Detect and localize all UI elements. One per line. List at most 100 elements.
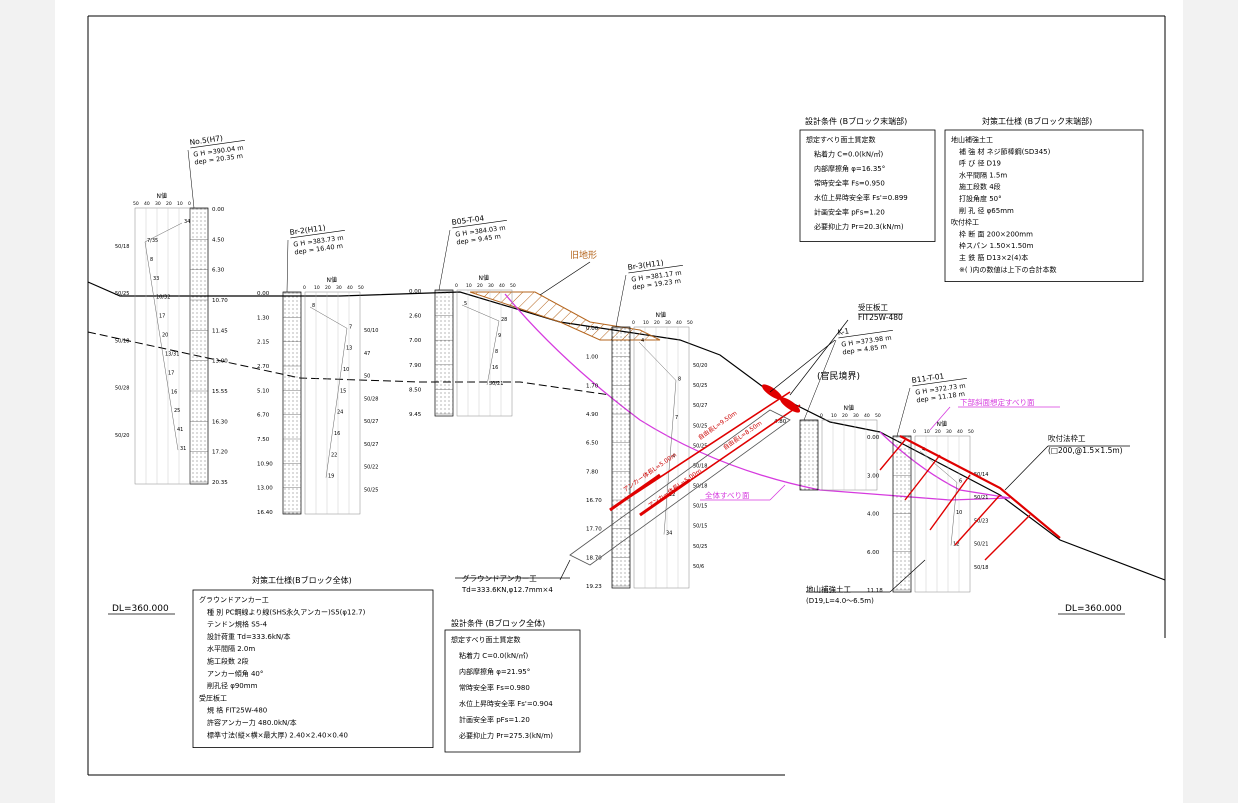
- n-scale-tick: 30: [336, 285, 342, 291]
- n-side-value: 50/18: [115, 338, 129, 344]
- depth-label: 7.50: [257, 437, 270, 443]
- depth-label: 0.00: [867, 435, 880, 441]
- depth-label: 13.00: [257, 486, 273, 492]
- n-value: 34: [666, 531, 672, 537]
- n-scale-tick: 0: [303, 285, 306, 291]
- box-row: 施工段数 4段: [959, 182, 1001, 191]
- box-row: 打設角度 50°: [959, 194, 1002, 203]
- n-side-value: 50/25: [693, 443, 707, 449]
- n-value: 41: [177, 427, 183, 433]
- n-side-value: 50/21: [974, 542, 988, 548]
- n-value: 6: [959, 479, 962, 485]
- depth-label: 16.30: [212, 419, 228, 425]
- n-side-value: 50/25: [364, 487, 378, 493]
- depth-label: 13.00: [212, 359, 228, 365]
- box-row: 内部摩擦角 φ=21.95°: [459, 667, 530, 676]
- box-row: 常時安全率 Fs=0.950: [814, 179, 885, 188]
- box-row: 標準寸法(縦×横×最大厚) 2.40×2.40×0.40: [207, 730, 348, 739]
- depth-label: 11.45: [212, 328, 228, 334]
- n-side-value: 50/21: [974, 495, 988, 501]
- n-side-value: 50/14: [974, 472, 988, 478]
- pressure-plate-lower: [779, 397, 801, 413]
- box-row: 粘着力 C=0.0(kN/㎡): [814, 150, 883, 159]
- n-scale-tick: 50: [358, 285, 364, 291]
- n-side-value: 50/15: [693, 504, 707, 510]
- n-value: 15: [340, 388, 346, 394]
- soil-nail-value: (D19,L=4.0～6.5m): [806, 597, 874, 605]
- n-scale-tick: 30: [155, 201, 161, 207]
- box-title: 設計条件 (Bブロック末端部): [805, 116, 907, 126]
- n-value: 10: [343, 367, 349, 373]
- n-scale-tick: 30: [946, 429, 952, 435]
- n-scale-tick: 20: [654, 320, 660, 326]
- n-side-value: 50/18: [693, 463, 707, 469]
- n-value: 4: [641, 338, 644, 344]
- depth-label: 4.00: [867, 512, 880, 518]
- depth-label: 8.50: [409, 387, 422, 393]
- box-row: 設計荷重 Td=333.6kN/本: [207, 632, 291, 641]
- n-side-value: 50/25: [115, 291, 129, 297]
- depth-label: 4.90: [586, 412, 599, 418]
- depth-label: 16.70: [586, 498, 602, 504]
- n-scale-tick: 0: [820, 413, 823, 419]
- n-value-grid: [134, 207, 191, 485]
- ground-anchor-group: [609, 391, 801, 517]
- box-row: 内部摩擦角 φ=16.35°: [814, 164, 885, 173]
- soil-nail-title: 地山補強土工: [806, 584, 851, 594]
- n-scale-tick: 40: [499, 283, 505, 289]
- box-title: 対策工仕様 (Bブロック末端部): [982, 116, 1092, 126]
- box-row: 想定すべり面土質定数: [806, 135, 876, 144]
- n-value: 8: [495, 349, 498, 355]
- local-slip-label: 下部斜面想定すべり面: [960, 397, 1035, 407]
- ground-anchor-outline: [569, 409, 791, 566]
- n-value: 33: [153, 276, 159, 282]
- n-value: 34: [184, 219, 190, 225]
- n-scale-tick: 20: [935, 429, 941, 435]
- pressure-plate-value: FIT25W-480: [858, 313, 903, 322]
- soil-nail-group: [879, 439, 1031, 561]
- depth-label: 9.45: [409, 412, 422, 418]
- box-row: 計画安全率 pFs=1.20: [814, 208, 885, 217]
- n-value: 50/21: [489, 381, 503, 387]
- n-value: 10/32: [156, 295, 170, 301]
- depth-label: 6.70: [257, 413, 270, 419]
- n-side-value: 50/25: [693, 423, 707, 429]
- box-row: 必要抑止力 Pr=275.3(kN/m): [459, 731, 553, 740]
- depth-label: 6.30: [212, 268, 225, 274]
- box-row: 計画安全率 pFs=1.20: [459, 715, 530, 724]
- n-scale-tick: 40: [676, 320, 682, 326]
- box-row: 地山補強土工: [951, 135, 993, 144]
- n-scale-tick: 10: [924, 429, 930, 435]
- depth-label: 0.00: [257, 291, 270, 297]
- depth-label: 2.15: [257, 340, 270, 346]
- depth-label: 7.00: [409, 338, 422, 344]
- frame-title: 吹付法枠工: [1048, 433, 1086, 443]
- n-scale-tick: 0: [913, 429, 916, 435]
- n-side-value: 50/6: [693, 564, 704, 570]
- n-side-value: 50/27: [693, 403, 707, 409]
- n-value: 8: [678, 377, 681, 383]
- n-value: 25: [174, 408, 180, 414]
- n-value: 19: [328, 474, 334, 480]
- n-scale-tick: 10: [466, 283, 472, 289]
- box-row: テンドン規格 S5-4: [207, 620, 268, 629]
- overall-slip-surface: [504, 293, 1011, 501]
- n-value: 13: [346, 346, 352, 352]
- depth-label: 4.50: [212, 237, 225, 243]
- n-scale-title: N値: [479, 274, 490, 282]
- datum-right: DL=360.000: [1065, 604, 1122, 614]
- n-scale-tick: 30: [853, 413, 859, 419]
- n-value: 28: [501, 317, 507, 323]
- n-scale-tick: 50: [968, 429, 974, 435]
- box-row: 枠 断 面 200×200mm: [959, 229, 1033, 238]
- n-value-grid: [914, 435, 971, 593]
- n-side-value: 50/20: [115, 433, 129, 439]
- n-scale-tick: 10: [314, 285, 320, 291]
- n-scale-tick: 50: [875, 413, 881, 419]
- n-scale-tick: 20: [166, 201, 172, 207]
- n-scale-tick: 50: [133, 201, 139, 207]
- n-scale-tick: 20: [325, 285, 331, 291]
- box-row: 削孔径 φ90mm: [207, 681, 258, 690]
